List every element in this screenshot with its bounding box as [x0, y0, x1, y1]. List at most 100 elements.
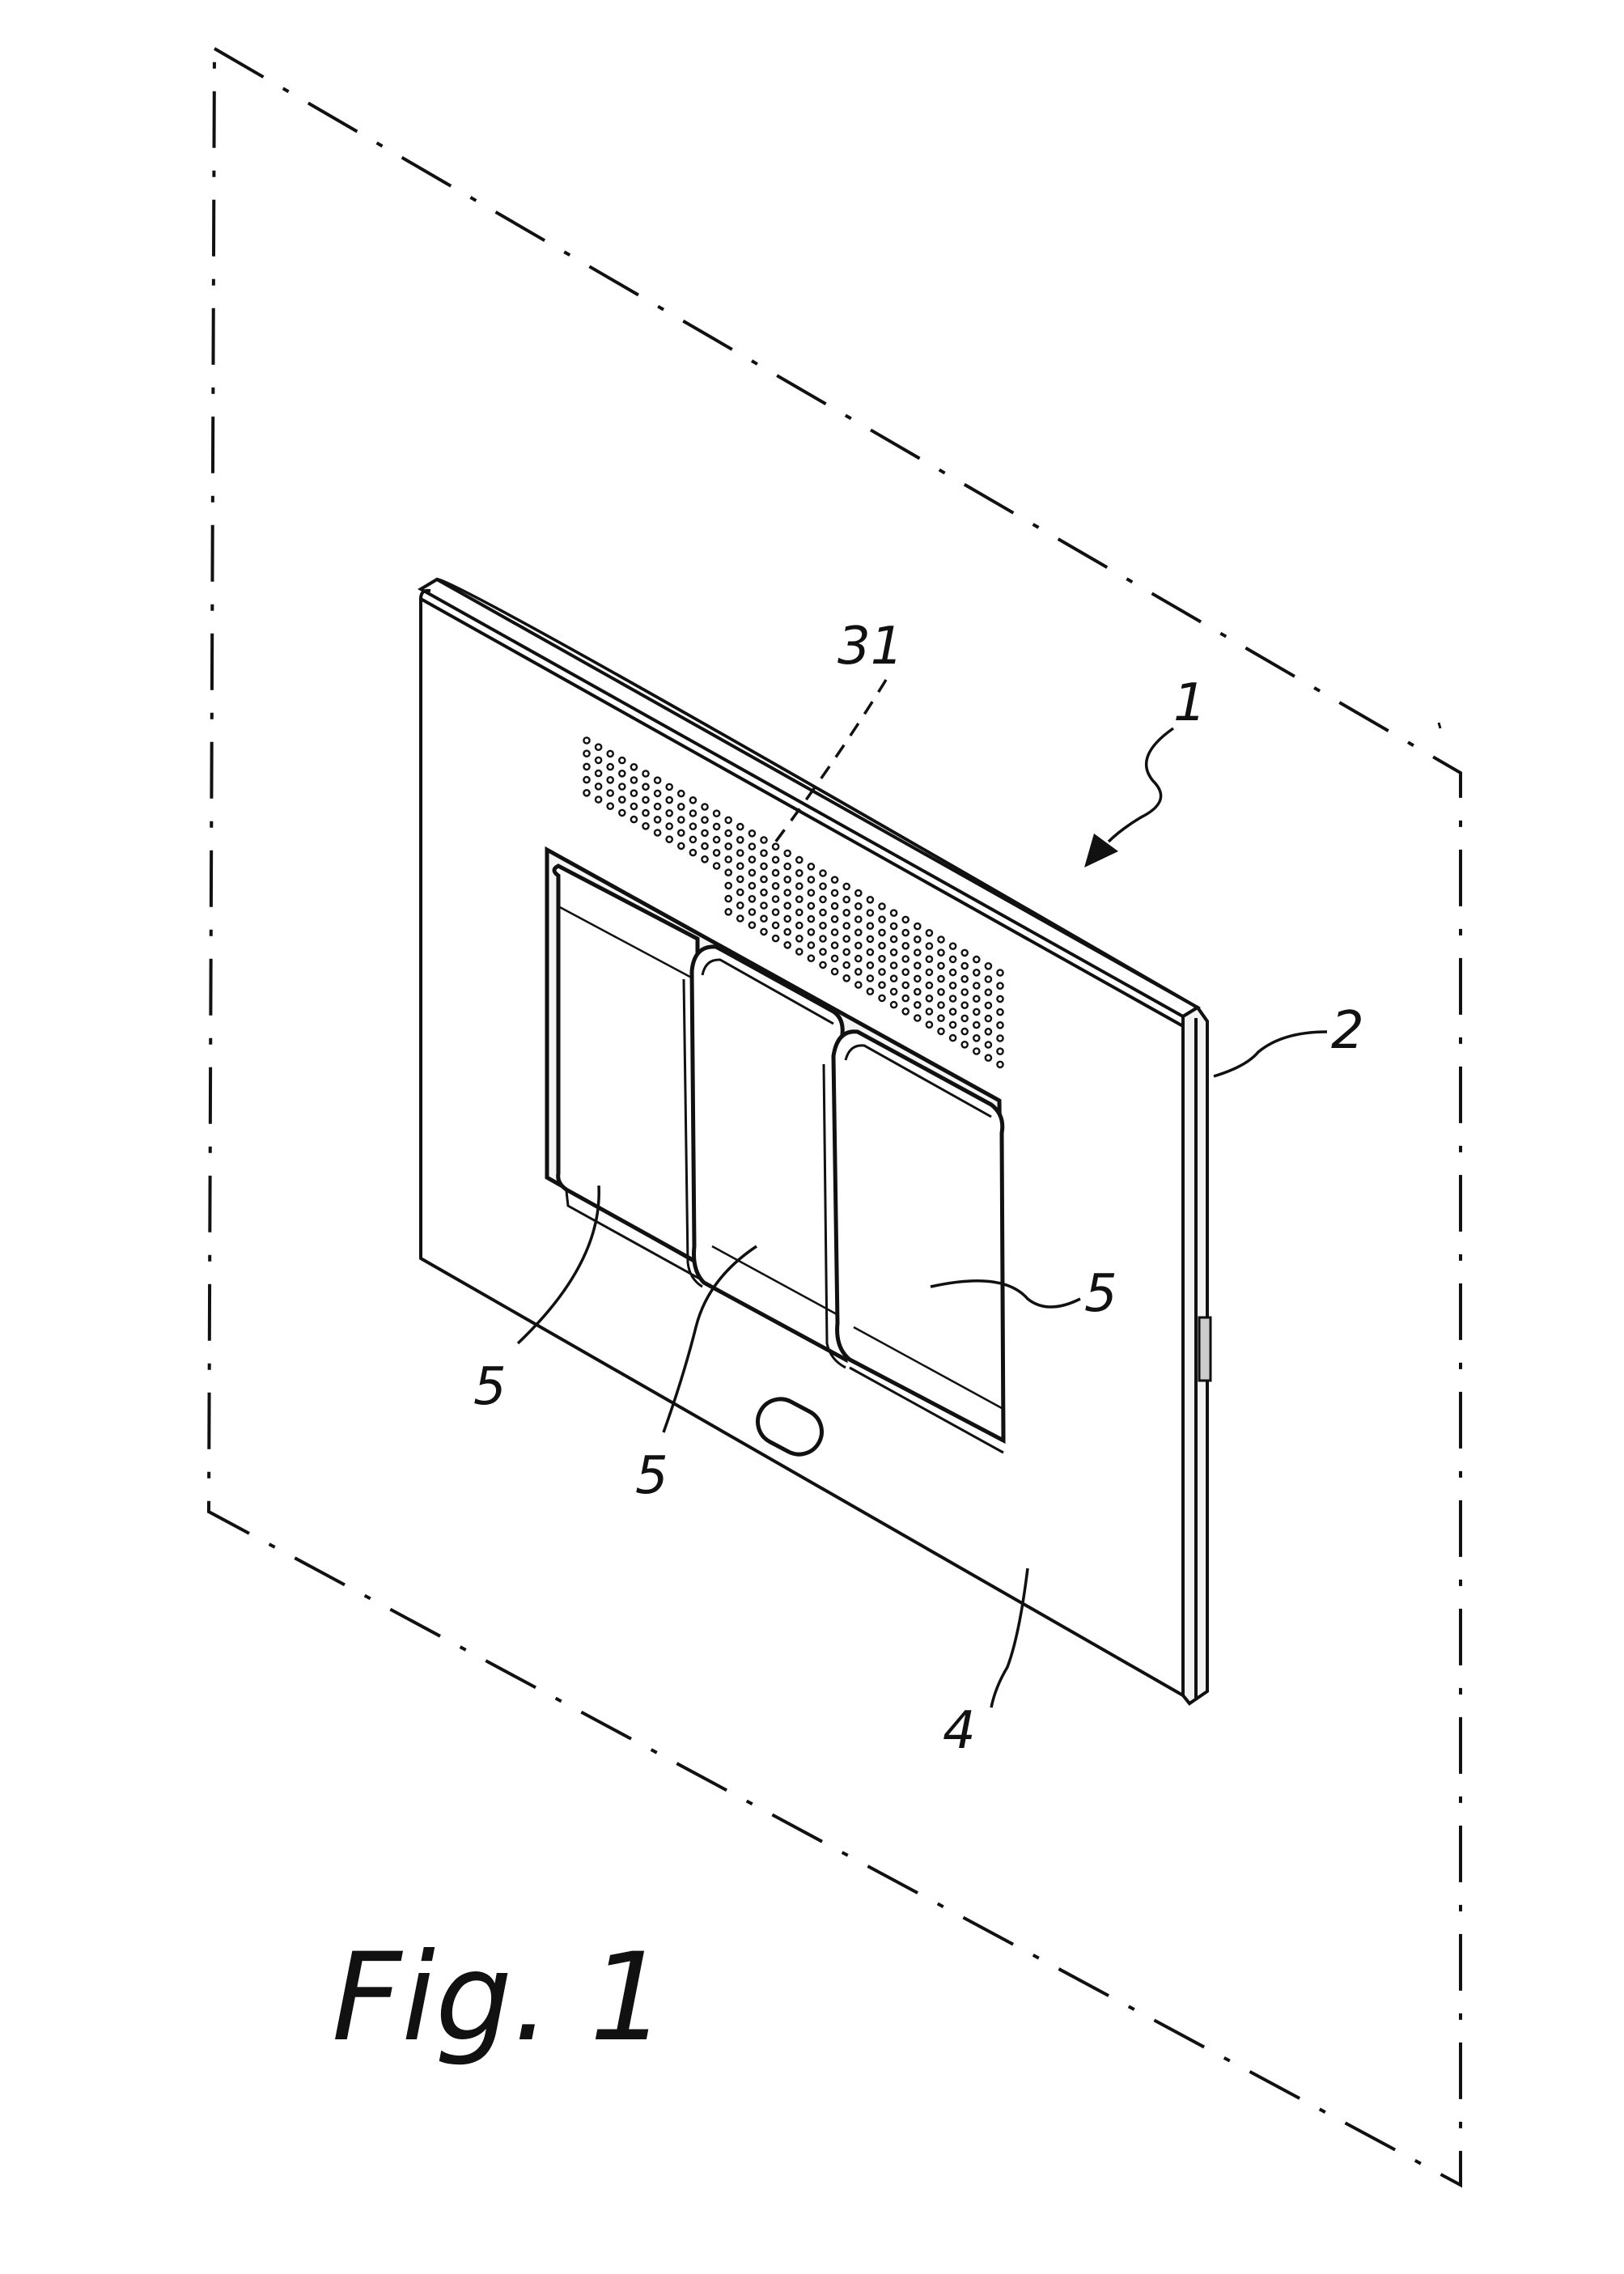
- grille-hole: [842, 961, 850, 969]
- grille-hole: [795, 908, 804, 917]
- grille-hole: [960, 948, 969, 957]
- grille-hole: [842, 895, 850, 904]
- grille-hole: [594, 783, 603, 791]
- grille-hole: [748, 881, 757, 890]
- label-2: 2: [1331, 1001, 1364, 1061]
- grille-hole: [889, 961, 898, 969]
- grille-hole: [925, 981, 934, 990]
- grille-hole: [854, 928, 863, 936]
- button-left[interactable]: [552, 863, 703, 1282]
- leader-lines: [516, 679, 1328, 1708]
- grille-hole: [712, 862, 721, 870]
- leader-2: [1213, 1030, 1328, 1078]
- grille-hole: [948, 995, 957, 1003]
- label-31: 31: [837, 617, 903, 677]
- grille-hole: [925, 929, 934, 937]
- grille-hole: [795, 855, 804, 864]
- grille-hole: [866, 909, 875, 917]
- grille-hole: [996, 1008, 1004, 1016]
- grille-hole: [937, 935, 945, 944]
- grille-hole: [642, 770, 650, 778]
- grille-hole: [878, 915, 886, 923]
- grille-hole: [712, 835, 721, 844]
- grille-hole: [630, 815, 638, 824]
- grille-hole: [854, 915, 863, 923]
- label-4: 4: [943, 1701, 976, 1761]
- grille-hole: [948, 982, 957, 990]
- grille-hole: [878, 902, 886, 910]
- grille-hole: [677, 803, 685, 811]
- grille-hole: [712, 849, 721, 857]
- grille-hole: [665, 835, 674, 843]
- grille-hole: [973, 995, 981, 1003]
- grille-hole: [606, 776, 615, 784]
- grille-hole: [960, 1001, 969, 1009]
- grille-hole: [878, 941, 886, 950]
- grille-hole: [842, 948, 850, 957]
- grille-hole: [984, 988, 993, 996]
- grille-hole: [960, 975, 969, 983]
- grille-hole: [618, 795, 626, 804]
- grille-hole: [642, 783, 650, 791]
- grille-hole: [973, 1047, 981, 1055]
- grille-hole: [914, 922, 922, 931]
- grille-hole: [914, 987, 922, 996]
- grille-hole: [914, 1001, 922, 1009]
- grille-hole: [583, 749, 591, 758]
- grille-hole: [854, 968, 863, 976]
- grille-hole: [960, 988, 969, 996]
- grille-hole: [819, 882, 827, 890]
- grille-hole: [594, 743, 603, 752]
- grille-hole: [677, 789, 685, 798]
- grille-hole: [807, 954, 816, 962]
- grille-hole: [701, 855, 709, 863]
- grille-hole: [760, 849, 768, 857]
- grille-hole: [748, 895, 757, 903]
- grille-hole: [973, 1008, 981, 1016]
- grille-hole: [854, 981, 863, 989]
- figure-caption: Fig. 1: [332, 1928, 667, 2068]
- grille-hole: [771, 895, 780, 903]
- label-1: 1: [1173, 673, 1206, 733]
- leader-4: [990, 1568, 1029, 1708]
- grille-hole: [760, 836, 768, 844]
- grille-hole: [760, 889, 768, 897]
- grille-hole: [642, 808, 650, 817]
- button-right[interactable]: [822, 1029, 1006, 1454]
- grille-hole: [795, 935, 804, 943]
- leader-1: [1107, 727, 1175, 843]
- grille-hole: [937, 961, 945, 970]
- grille-hole: [689, 822, 698, 831]
- grille-hole: [760, 927, 768, 936]
- grille-hole: [606, 789, 615, 797]
- grille-hole: [689, 835, 698, 844]
- grille-hole: [618, 808, 626, 817]
- grille-hole: [583, 789, 591, 797]
- grille-hole: [830, 889, 839, 897]
- grille-hole: [606, 802, 615, 811]
- grille-hole: [878, 994, 886, 1003]
- grille-hole: [819, 961, 827, 969]
- button-center[interactable]: [682, 944, 848, 1364]
- grille-hole: [724, 908, 733, 916]
- frame-side-connector: [1198, 1316, 1212, 1382]
- grille-hole: [795, 948, 804, 956]
- grille-hole: [973, 969, 981, 977]
- grille-hole: [736, 849, 744, 857]
- grille-hole: [630, 776, 638, 784]
- grille-hole: [842, 882, 850, 891]
- grille-hole: [830, 954, 839, 963]
- grille-hole: [889, 935, 898, 944]
- grille-hole: [937, 1014, 945, 1022]
- grille-hole: [736, 902, 744, 910]
- grille-hole: [937, 1001, 945, 1009]
- grille-hole: [583, 736, 591, 745]
- grille-hole: [642, 795, 650, 804]
- grille-hole: [819, 895, 827, 904]
- grille-hole: [984, 1028, 993, 1036]
- grille-hole: [630, 802, 638, 811]
- wall-plane-outline: [206, 45, 1462, 2188]
- grille-hole: [724, 829, 733, 838]
- grille-hole: [973, 1034, 981, 1042]
- grille-hole: [925, 995, 934, 1003]
